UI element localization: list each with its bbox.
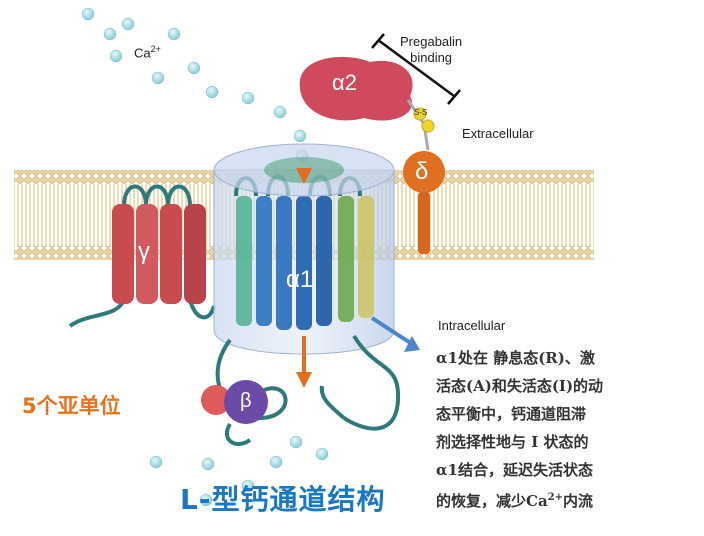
calcium-label-charge: 2+	[150, 44, 161, 54]
pointer-arrow	[370, 316, 420, 352]
intracellular-label: Intracellular	[438, 318, 506, 333]
extracellular-label: Extracellular	[462, 126, 534, 141]
description-line: 剂选择性地与 I 状态的	[436, 433, 589, 451]
pregabalin-label: Pregabalin binding	[400, 34, 462, 66]
calcium-label-text: Ca	[134, 45, 151, 61]
alpha1-subunit	[213, 143, 401, 431]
description-line6-pre: 的恢复，减少Ca	[436, 492, 548, 510]
subunit-count-label: 5个亚单位	[22, 394, 121, 418]
pregabalin-label-line1: Pregabalin	[400, 34, 463, 49]
description-line: α1处在 静息态(R)、激	[436, 349, 595, 367]
gamma-subunit	[68, 184, 216, 328]
description-line: 态平衡中，钙通道阻滞	[436, 405, 587, 423]
description-line: 的恢复，减少Ca2+内流	[436, 484, 698, 515]
description-line6-post: 内流	[563, 492, 594, 510]
calcium-label: Ca2+	[134, 44, 161, 60]
description-line: α1结合，延迟失活状态	[436, 461, 593, 479]
description-line6-sup: 2+	[547, 492, 564, 503]
description-text: α1处在 静息态(R)、激 活态(A)和失活态(I)的动 态平衡中，钙通道阻滞 …	[436, 344, 698, 515]
page-title: L-型钙通道结构	[180, 483, 386, 516]
beta-subunit	[201, 380, 268, 446]
calcium-ions	[81, 7, 329, 507]
alpha2-delta-subunit	[299, 33, 461, 254]
pregabalin-label-line2: binding	[410, 50, 453, 65]
description-line: 活态(A)和失活态(I)的动	[436, 377, 604, 395]
